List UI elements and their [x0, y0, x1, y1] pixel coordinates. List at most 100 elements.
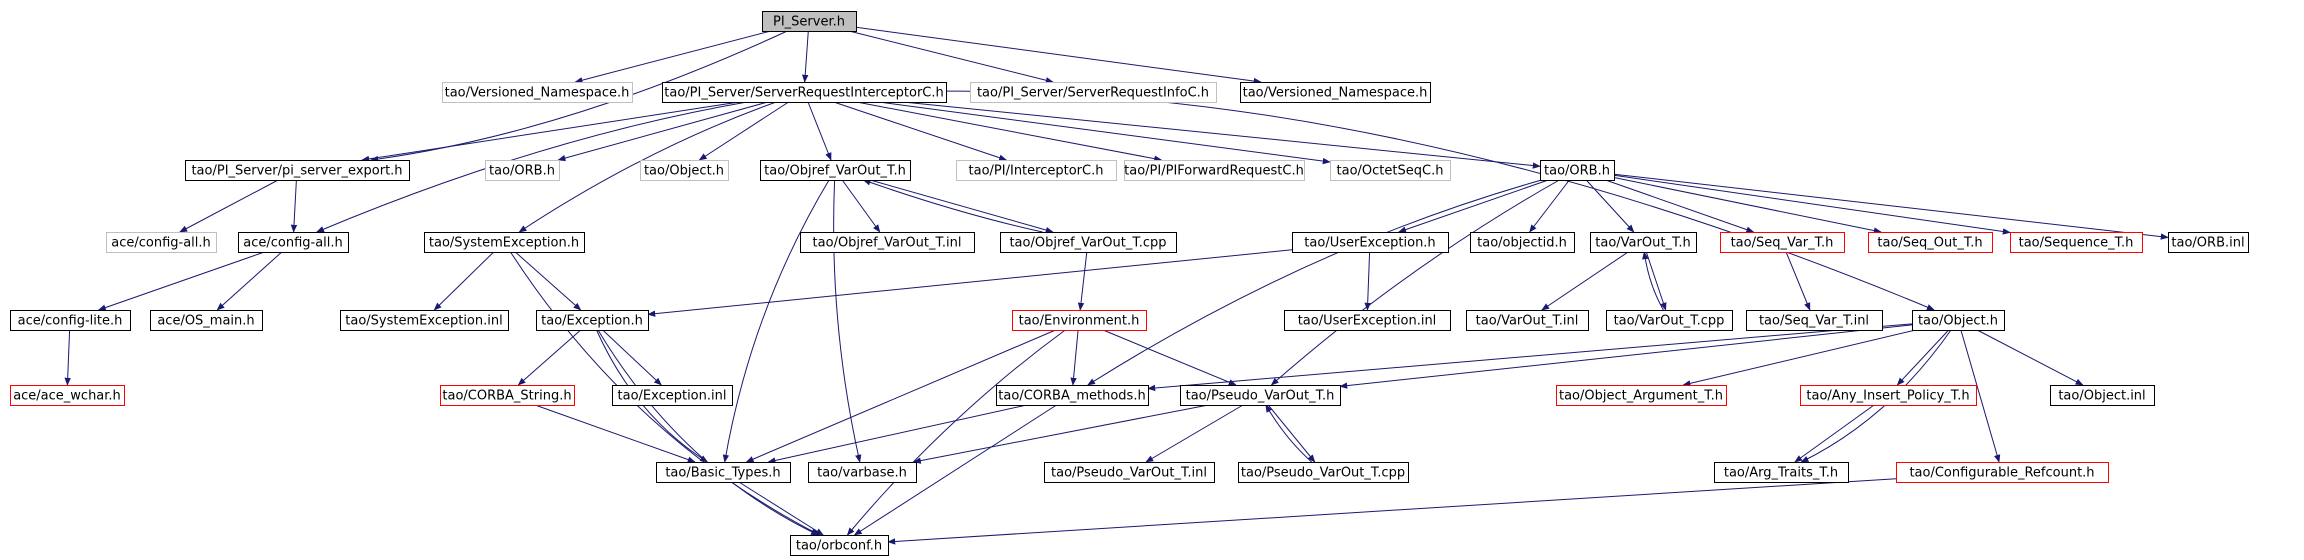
- edge-object_h-to-configurable_refcount_h: [1960, 329, 2001, 463]
- node-label: tao/Seq_Out_T.h: [1877, 236, 1982, 251]
- edge-objref_varout_cpp-to-environment_h: [1077, 251, 1088, 311]
- node-system-exception-inl[interactable]: tao/SystemException.inl: [340, 310, 509, 331]
- node-exception-inl[interactable]: tao/Exception.inl: [612, 385, 733, 406]
- node-orb-inl[interactable]: tao/ORB.inl: [2168, 232, 2249, 253]
- node-objref-varout-h[interactable]: tao/Objref_VarOut_T.h: [760, 160, 911, 181]
- edge-objref_varout_h-to-objref_varout_inl: [841, 179, 881, 233]
- node-label: tao/OctetSeqC.h: [1337, 164, 1444, 179]
- node-objref-varout-inl[interactable]: tao/Objref_VarOut_T.inl: [800, 232, 975, 253]
- node-varout-t-inl[interactable]: tao/VarOut_T.inl: [1466, 310, 1589, 331]
- node-object-argument-t-h[interactable]: tao/Object_Argument_T.h: [1556, 385, 1727, 406]
- node-box: [1800, 385, 1977, 406]
- node-box: [1330, 160, 1451, 181]
- node-label: tao/Pseudo_VarOut_T.h: [1186, 389, 1335, 404]
- node-label: tao/UserException.h: [1304, 236, 1435, 251]
- edge-pi_server_h-to-pi_server_export: [370, 30, 788, 163]
- edge-sri_c_h-to-objref_varout_h: [807, 101, 832, 161]
- node-label: tao/Seq_Var_T.inl: [1759, 314, 1869, 329]
- node-pseudo-varout-h[interactable]: tao/Pseudo_VarOut_T.h: [1180, 385, 1341, 406]
- node-pi-forward-req-c-h: tao/PI/PIForwardRequestC.h: [1124, 160, 1305, 181]
- edge-object_h-to-pseudo_varout_h: [1339, 324, 1913, 389]
- edge-sri_c_h-to-pi_server_export: [361, 101, 740, 163]
- node-box: [536, 310, 649, 331]
- node-objref-varout-cpp[interactable]: tao/Objref_VarOut_T.cpp: [1000, 232, 1177, 253]
- node-varout-t-h[interactable]: tao/VarOut_T.h: [1590, 232, 1697, 253]
- node-label: tao/Pseudo_VarOut_T.cpp: [1241, 466, 1405, 481]
- node-configurable-refcount-h[interactable]: tao/Configurable_Refcount.h: [1896, 462, 2109, 483]
- node-pi-server-export[interactable]: tao/PI_Server/pi_server_export.h: [185, 160, 410, 181]
- node-ace-wchar[interactable]: ace/ace_wchar.h: [10, 385, 125, 406]
- node-seq-out-t-h[interactable]: tao/Seq_Out_T.h: [1868, 232, 1993, 253]
- node-label: ace/OS_main.h: [157, 314, 254, 329]
- node-box: [996, 385, 1149, 406]
- edge-any_insert_policy_t_h-to-arg_traits_t_h: [1794, 404, 1875, 463]
- node-user-exception-inl[interactable]: tao/UserException.inl: [1284, 310, 1451, 331]
- node-basic-types-h[interactable]: tao/Basic_Types.h: [656, 462, 791, 483]
- edge-sri_c_h-to-object_h_ext: [698, 101, 789, 161]
- edge-orb_h-to-pseudo_varout_h: [1270, 179, 1560, 386]
- node-pi-server-h[interactable]: PI_Server.h: [762, 11, 857, 32]
- node-arg-traits-t-h[interactable]: tao/Arg_Traits_T.h: [1714, 462, 1849, 483]
- edge-corba_methods_h-to-orbconf_h: [853, 404, 1057, 536]
- edge-orb_h-to-user_exception_h: [1398, 179, 1549, 233]
- edge-object_h-to-any_insert_policy_t_h: [1896, 329, 1950, 386]
- node-sri-c-h[interactable]: tao/PI_Server/ServerRequestInterceptorC.…: [662, 82, 947, 103]
- node-box: [1720, 232, 1845, 253]
- edge-sri_c_h-to-orb_h_ext: [557, 101, 768, 162]
- edge-environment_h-to-basic_types_h: [745, 329, 1056, 463]
- node-label: tao/CORBA_methods.h: [998, 389, 1145, 404]
- node-object-inl[interactable]: tao/Object.inl: [2050, 385, 2155, 406]
- edge-varout_t_cpp-to-varout_t_h: [1642, 251, 1664, 311]
- node-label: tao/Versioned_Namespace.h: [445, 86, 630, 101]
- node-label: tao/Sequence_T.h: [2019, 236, 2134, 251]
- node-varbase-h[interactable]: tao/varbase.h: [808, 462, 917, 483]
- node-varout-t-cpp[interactable]: tao/VarOut_T.cpp: [1606, 310, 1733, 331]
- edge-orb_h-to-varout_t_h: [1585, 179, 1635, 233]
- node-system-exception-h[interactable]: tao/SystemException.h: [424, 232, 585, 253]
- node-corba-string-h[interactable]: tao/CORBA_String.h: [440, 385, 575, 406]
- node-box: [2168, 232, 2249, 253]
- node-seq-var-t-inl[interactable]: tao/Seq_Var_T.inl: [1746, 310, 1883, 331]
- node-orbconf-h[interactable]: tao/orbconf.h: [790, 535, 889, 556]
- node-box: [760, 160, 911, 181]
- node-versioned-ns[interactable]: tao/Versioned_Namespace.h: [1240, 82, 1431, 103]
- node-label: tao/PI_Server/ServerRequestInterceptorC.…: [664, 86, 944, 101]
- node-pseudo-varout-inl[interactable]: tao/Pseudo_VarOut_T.inl: [1044, 462, 1215, 483]
- node-box: [106, 232, 217, 253]
- node-config-lite[interactable]: ace/config-lite.h: [10, 310, 131, 331]
- node-box: [656, 462, 791, 483]
- node-orb-h[interactable]: tao/ORB.h: [1540, 160, 1615, 181]
- node-seq-var-t-h[interactable]: tao/Seq_Var_T.h: [1720, 232, 1845, 253]
- node-box: [150, 310, 263, 331]
- node-box: [10, 385, 125, 406]
- edge-objref_varout_h-to-objref_varout_cpp: [869, 179, 1054, 234]
- node-objectid-h[interactable]: tao/objectid.h: [1470, 232, 1575, 253]
- node-sri-info-c-h: tao/PI_Server/ServerRequestInfoC.h: [970, 82, 1217, 103]
- node-label: tao/Object.h: [1918, 314, 1998, 329]
- node-box: [1606, 310, 1733, 331]
- node-user-exception-h[interactable]: tao/UserException.h: [1292, 232, 1449, 253]
- node-exception-h[interactable]: tao/Exception.h: [536, 310, 649, 331]
- node-corba-methods-h[interactable]: tao/CORBA_methods.h: [996, 385, 1149, 406]
- edge-object_h-to-object_argument_t_h: [1682, 329, 1916, 387]
- node-pseudo-varout-cpp[interactable]: tao/Pseudo_VarOut_T.cpp: [1238, 462, 1409, 483]
- node-box: [640, 160, 729, 181]
- node-object-h[interactable]: tao/Object.h: [1912, 310, 2005, 331]
- node-config-all[interactable]: ace/config-all.h: [238, 232, 349, 253]
- node-box: [1240, 82, 1431, 103]
- node-box: [10, 310, 131, 331]
- node-label: tao/ORB.h: [489, 164, 555, 179]
- node-label: ace/config-all.h: [111, 236, 211, 251]
- edge-sri_c_h-to-orb_h: [903, 101, 1541, 169]
- node-sequence-t-h[interactable]: tao/Sequence_T.h: [2010, 232, 2143, 253]
- edge-object_h-to-object_inl: [1976, 329, 2084, 386]
- edge-object_h-to-arg_traits_t_h: [1800, 329, 1952, 463]
- node-label: tao/objectid.h: [1477, 236, 1567, 251]
- node-box: [1180, 385, 1341, 406]
- node-os-main[interactable]: ace/OS_main.h: [150, 310, 263, 331]
- node-environment-h[interactable]: tao/Environment.h: [1012, 310, 1147, 331]
- node-box: [1238, 462, 1409, 483]
- node-any-insert-policy-t-h[interactable]: tao/Any_Insert_Policy_T.h: [1800, 385, 1977, 406]
- edge-exception_h-to-exception_inl: [602, 329, 662, 386]
- node-box: [1124, 160, 1305, 181]
